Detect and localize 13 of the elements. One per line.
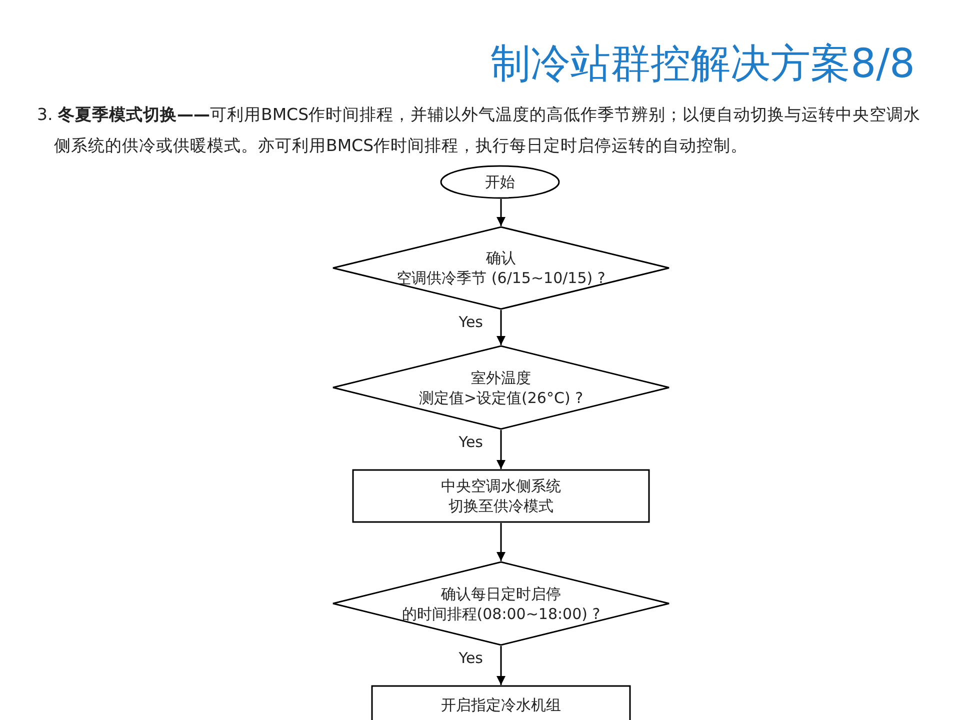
process-box: 中央空调水侧系统 切换至供冷模式 bbox=[352, 469, 650, 523]
process-box: 开启指定冷水机组 bbox=[371, 685, 631, 720]
arrow bbox=[496, 646, 506, 685]
slide-title: 制冷站群控解决方案8/8 bbox=[490, 40, 915, 89]
decision-diamond: 确认每日定时启停 的时间排程(08:00~18:00) ? bbox=[332, 561, 670, 646]
arrow bbox=[496, 310, 506, 345]
arrow bbox=[496, 523, 506, 561]
decision-diamond: 室外温度 测定值>设定值(26°C) ? bbox=[332, 345, 670, 430]
arrow bbox=[496, 430, 506, 469]
start-ellipse: 开始 bbox=[440, 165, 560, 199]
decision-diamond: 确认 空调供冷季节 (6/15~10/15) ? bbox=[332, 226, 670, 310]
description-text: 3. 冬夏季模式切换——可利用BMCS作时间排程，并辅以外气温度的高低作季节辨别；以便自动切换与运转中央空调水侧系统的供冷或供暖模式。亦可利用BMCS作时间排程，执行每日定时启停运转的自动控制。 bbox=[37, 104, 922, 157]
arrow bbox=[496, 199, 506, 226]
